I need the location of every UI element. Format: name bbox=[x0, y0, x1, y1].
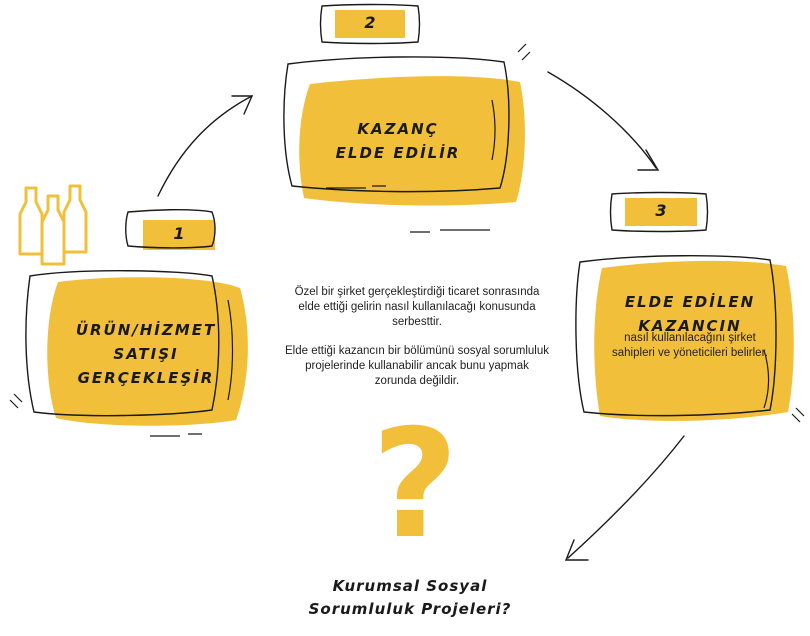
question-title-line2: Sorumluluk Projeleri? bbox=[308, 600, 512, 618]
step-3-block bbox=[575, 191, 805, 423]
step-3-number: 3 bbox=[655, 201, 667, 220]
step-1-title-line3: GERÇEKLEŞİR bbox=[77, 369, 215, 387]
step-1-title-line1: ÜRÜN/HİZMET bbox=[75, 321, 217, 339]
center-paragraph-2: Elde ettiği kazancın bir bölümünü sosyal… bbox=[285, 345, 549, 387]
arrow-icon bbox=[157, 71, 685, 561]
step-2-number: 2 bbox=[364, 13, 376, 32]
step-1-block bbox=[9, 208, 248, 437]
step-3-title-line2: KAZANCIN bbox=[638, 317, 742, 335]
step-2-block bbox=[283, 3, 531, 233]
step-3-title-line1: ELDE EDİLEN bbox=[624, 293, 756, 311]
question-mark-icon: ? bbox=[371, 398, 459, 572]
question-title: Kurumsal Sosyal Sorumluluk Projeleri? bbox=[300, 575, 520, 621]
step-1-number: 1 bbox=[173, 224, 185, 243]
step-2-title-line2: ELDE EDİLİR bbox=[335, 144, 461, 162]
bottles-icon bbox=[18, 184, 88, 266]
step-2-title: KAZANÇ ELDE EDİLİR bbox=[318, 117, 478, 165]
step-3-title: ELDE EDİLEN KAZANCIN bbox=[600, 290, 780, 338]
center-text: Özel bir şirket gerçekleştirdiği ticaret… bbox=[283, 285, 551, 403]
step-1-title-line2: SATIŞI bbox=[113, 345, 179, 363]
step-1-title: ÜRÜN/HİZMET SATIŞI GERÇEKLEŞİR bbox=[56, 318, 236, 390]
question-title-line1: Kurumsal Sosyal bbox=[332, 577, 488, 595]
center-paragraph-1: Özel bir şirket gerçekleştirdiği ticaret… bbox=[294, 286, 540, 328]
step-2-title-line1: KAZANÇ bbox=[357, 120, 439, 138]
step-3-description: nasıl kullanılacağını şirket sahipleri v… bbox=[612, 332, 768, 359]
